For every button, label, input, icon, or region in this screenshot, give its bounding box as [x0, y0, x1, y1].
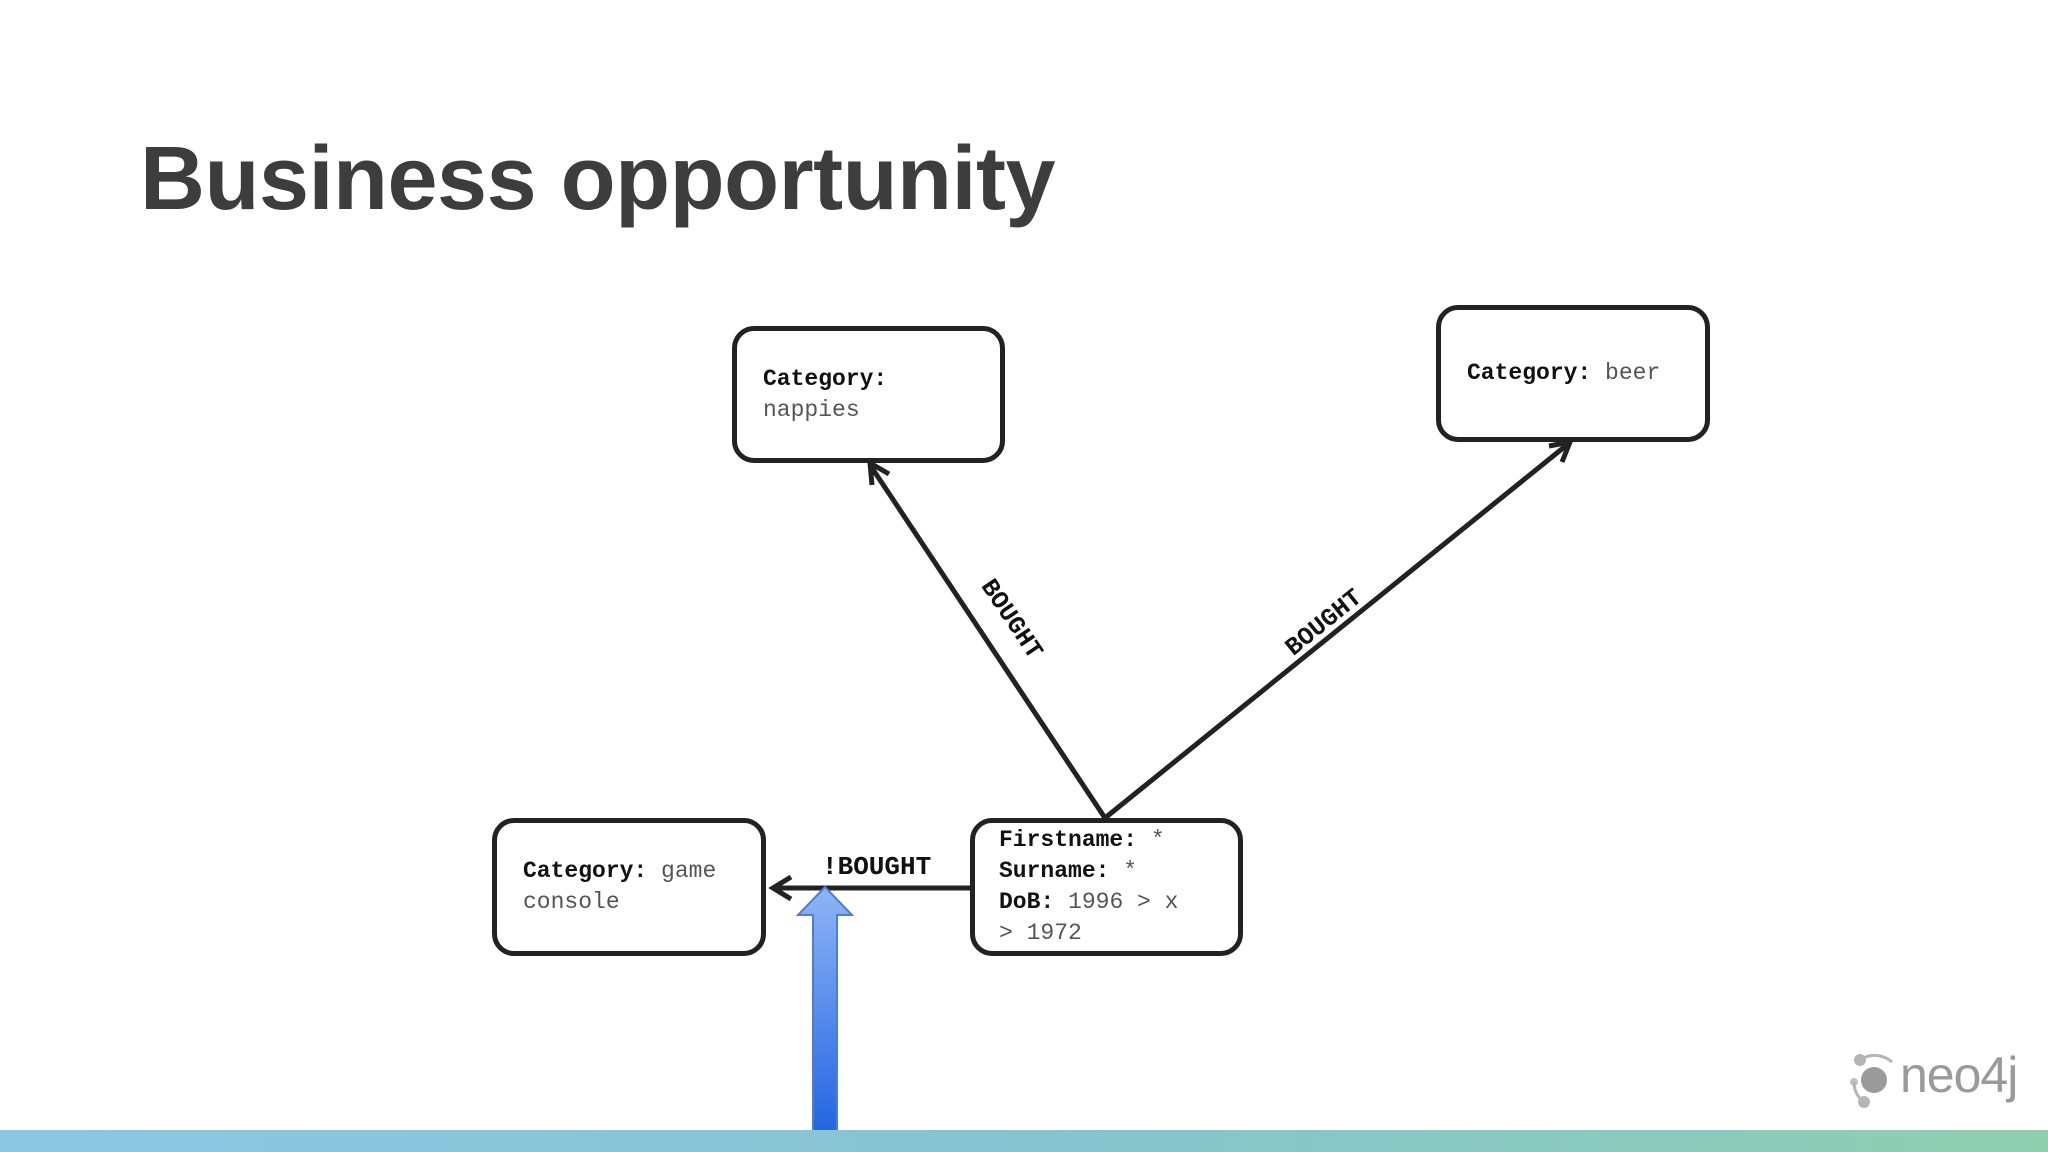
logo-text: neo4j: [1900, 1047, 2018, 1103]
property-key: Category:: [523, 858, 648, 884]
property-value: *: [1150, 827, 1165, 853]
node-category-nappies[interactable]: Category: nappies: [732, 326, 1005, 463]
node-category-game-console[interactable]: Category: game console: [492, 818, 766, 956]
property-key: Category:: [1467, 360, 1592, 386]
node-property-row: > 1972: [999, 918, 1214, 949]
property-value: 1996 > x: [1068, 889, 1179, 915]
node-property-row: Category: game: [523, 856, 735, 887]
highlight-arrow: [795, 885, 855, 1152]
neo4j-logo-icon: [1850, 1053, 1893, 1108]
node-property-row: nappies: [763, 395, 974, 426]
node-property-row: Category:: [763, 364, 974, 395]
edge-bought-nappies: [867, 458, 1108, 820]
property-value: nappies: [763, 396, 860, 423]
property-key: Surname:: [999, 858, 1110, 884]
node-property-row: Firstname: *: [999, 825, 1214, 856]
property-value: game: [661, 858, 717, 884]
node-property-row: Category: beer: [1467, 358, 1679, 389]
node-property-row: DoB: 1996 > x: [999, 887, 1214, 918]
property-value: beer: [1605, 360, 1661, 386]
node-property-row: Surname: *: [999, 856, 1214, 887]
property-value: > 1972: [999, 920, 1082, 946]
property-key: Firstname:: [999, 827, 1138, 853]
node-category-beer[interactable]: Category: beer: [1436, 305, 1710, 442]
node-property-row: console: [523, 887, 735, 918]
edge-label-not-bought: !BOUGHT: [822, 852, 932, 882]
neo4j-logo: neo4j: [1848, 1044, 2018, 1116]
edge-bought-beer: [1103, 438, 1575, 820]
property-value: console: [523, 889, 620, 915]
bottom-accent-bar: [0, 1130, 2048, 1152]
property-value: *: [1123, 858, 1138, 884]
property-key: DoB:: [999, 889, 1055, 915]
property-key: Category:: [763, 365, 888, 392]
page-title: Business opportunity: [140, 129, 1056, 229]
edge-not-bought-game-console: [768, 874, 973, 902]
node-person[interactable]: Firstname: * Surname: * DoB: 1996 > x > …: [970, 818, 1243, 956]
